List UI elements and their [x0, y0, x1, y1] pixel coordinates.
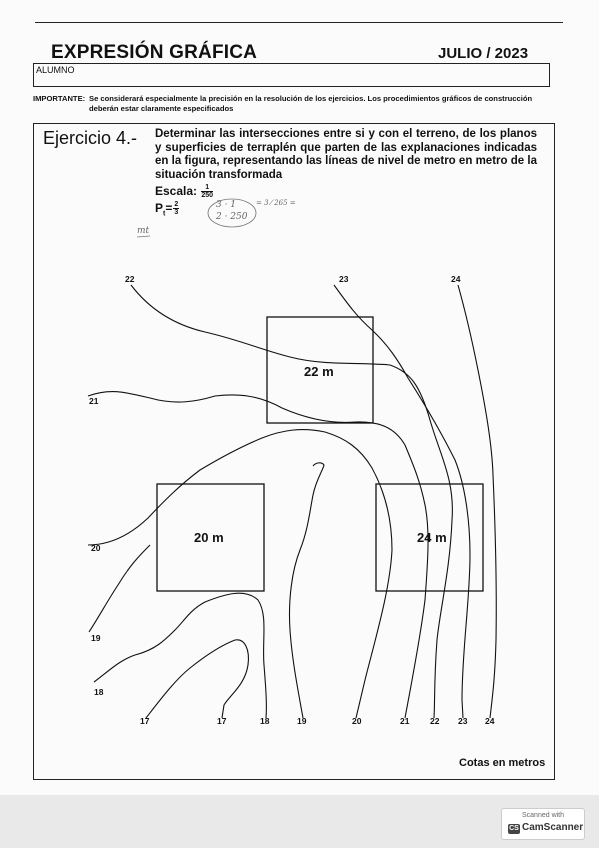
- contour-label-bottom-17a: 17: [140, 716, 150, 726]
- contour-label-bottom-21: 21: [400, 716, 410, 726]
- contour-label-top-23: 23: [339, 274, 349, 284]
- contour-label-bottom-20: 20: [352, 716, 362, 726]
- contour-label-left-21: 21: [89, 396, 99, 406]
- contour-label-left-19: 19: [91, 633, 101, 643]
- handwritten-note-1: 3 · 1: [216, 200, 237, 210]
- platform-label-24: 24 m: [417, 530, 447, 545]
- contour-line-22: [130, 284, 453, 719]
- contour-line-20: [87, 429, 393, 719]
- contour-label-bottom-23: 23: [458, 716, 468, 726]
- slope-denominator: 3: [174, 209, 179, 217]
- slope-equals: =: [165, 201, 173, 215]
- contour-label-left-18: 18: [94, 687, 104, 697]
- camscanner-text: CamScanner: [522, 822, 584, 833]
- contour-label-left-20: 20: [91, 543, 101, 553]
- contour-label-bottom-19: 19: [297, 716, 307, 726]
- top-rule: [35, 22, 563, 23]
- camscanner-badge: Scanned with CS CamScanner: [501, 808, 585, 840]
- units-footer: Cotas en metros: [459, 757, 546, 769]
- handwritten-circle: [207, 198, 257, 228]
- platform-20: [156, 483, 265, 592]
- platform-label-22: 22 m: [304, 364, 334, 379]
- exercise-statement: Determinar las intersecciones entre si y…: [155, 128, 537, 181]
- contour-line-17: [145, 639, 249, 719]
- student-label: ALUMNO: [36, 65, 75, 75]
- contour-line-19-left: [88, 544, 151, 633]
- contour-label-bottom-17b: 17: [217, 716, 227, 726]
- student-name-field[interactable]: ALUMNO: [33, 63, 550, 87]
- contour-label-top-24: 24: [451, 274, 461, 284]
- scale-fraction: 1 250: [201, 184, 214, 200]
- camscanner-logo-icon: CS: [508, 824, 520, 834]
- scanned-with-text: Scanned with: [521, 812, 565, 819]
- scale-denominator: 250: [201, 192, 214, 200]
- handwritten-note-2: 2 · 250: [216, 212, 248, 222]
- notice-text: Se considerará especialmente la precisió…: [89, 94, 533, 113]
- slope-subscript: t: [163, 210, 166, 218]
- contour-label-top-22: 22: [125, 274, 135, 284]
- platform-24: [375, 483, 484, 592]
- handwritten-underline: [136, 235, 151, 238]
- contour-label-bottom-18: 18: [260, 716, 270, 726]
- contour-line-23: [333, 284, 471, 719]
- handwritten-note-3: = 3 ⁄ 265 =: [256, 199, 296, 207]
- contour-line-18: [93, 592, 267, 719]
- scale-numerator: 1: [201, 184, 214, 193]
- exam-title: EXPRESIÓN GRÁFICA: [51, 42, 258, 63]
- slope-line: Pt= 2 3: [155, 201, 180, 218]
- slope-label: P: [155, 201, 164, 215]
- platform-label-20: 20 m: [194, 530, 224, 545]
- slope-numerator: 2: [173, 201, 180, 210]
- exercise-frame: [33, 123, 555, 780]
- contour-line-19: [288, 462, 325, 719]
- contour-label-bottom-22: 22: [430, 716, 440, 726]
- notice-label: IMPORTANTE:: [33, 94, 86, 103]
- scale-line: Escala: 1 250: [155, 184, 214, 200]
- contour-label-bottom-24: 24: [485, 716, 495, 726]
- scale-label: Escala:: [155, 184, 198, 198]
- contour-line-24: [457, 284, 497, 719]
- platform-22: [266, 316, 374, 424]
- exam-date: JULIO / 2023: [438, 45, 529, 62]
- contour-line-21: [87, 391, 429, 719]
- exercise-title: Ejercicio 4.-: [43, 128, 138, 148]
- slope-fraction: 2 3: [173, 201, 180, 217]
- handwritten-note-4: mt: [137, 226, 150, 236]
- exam-sheet: [0, 0, 599, 795]
